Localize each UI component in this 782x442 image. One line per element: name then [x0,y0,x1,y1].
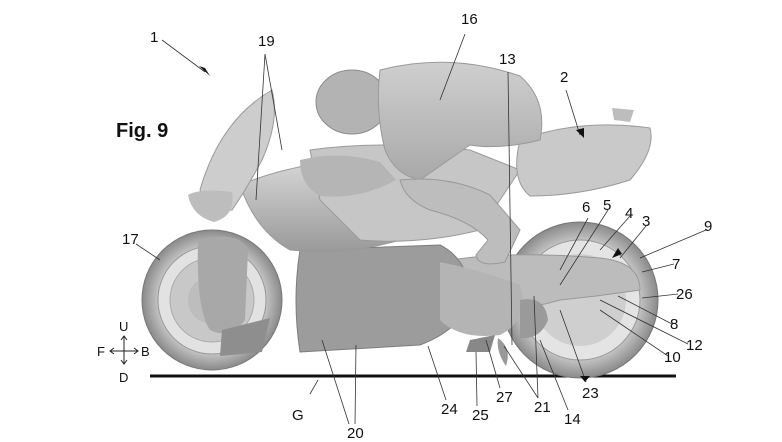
ref-4: 4 [625,205,634,222]
figure-title: Fig. 9 [116,120,169,142]
ref-17: 17 [122,231,139,248]
ref-25: 25 [472,407,489,424]
ref-3: 3 [642,213,651,230]
ref-20: 20 [347,425,364,442]
ref-1: 1 [150,29,159,46]
ref-14: 14 [564,411,581,428]
ref-8: 8 [670,316,679,333]
ref-9: 9 [704,218,713,235]
direction-front-label: F [97,344,105,359]
ref-2: 2 [560,69,569,86]
ref-13: 13 [499,51,516,68]
direction-arrows [109,335,139,365]
ref-21: 21 [534,399,551,416]
direction-up-label: U [119,319,129,334]
ref-6: 6 [582,199,591,216]
ref-5: 5 [603,197,612,214]
ground-label: G [292,407,304,424]
ref-19: 19 [258,33,275,50]
ref-16: 16 [461,11,478,28]
ref-12: 12 [686,337,703,354]
direction-back-label: B [141,344,150,359]
ref-23: 23 [582,385,599,402]
direction-down-label: D [119,370,129,385]
ref-24: 24 [441,401,458,418]
ref-26: 26 [676,286,693,303]
ref-10: 10 [664,349,681,366]
ref-27: 27 [496,389,513,406]
ref-7: 7 [672,256,681,273]
rider [300,61,543,265]
